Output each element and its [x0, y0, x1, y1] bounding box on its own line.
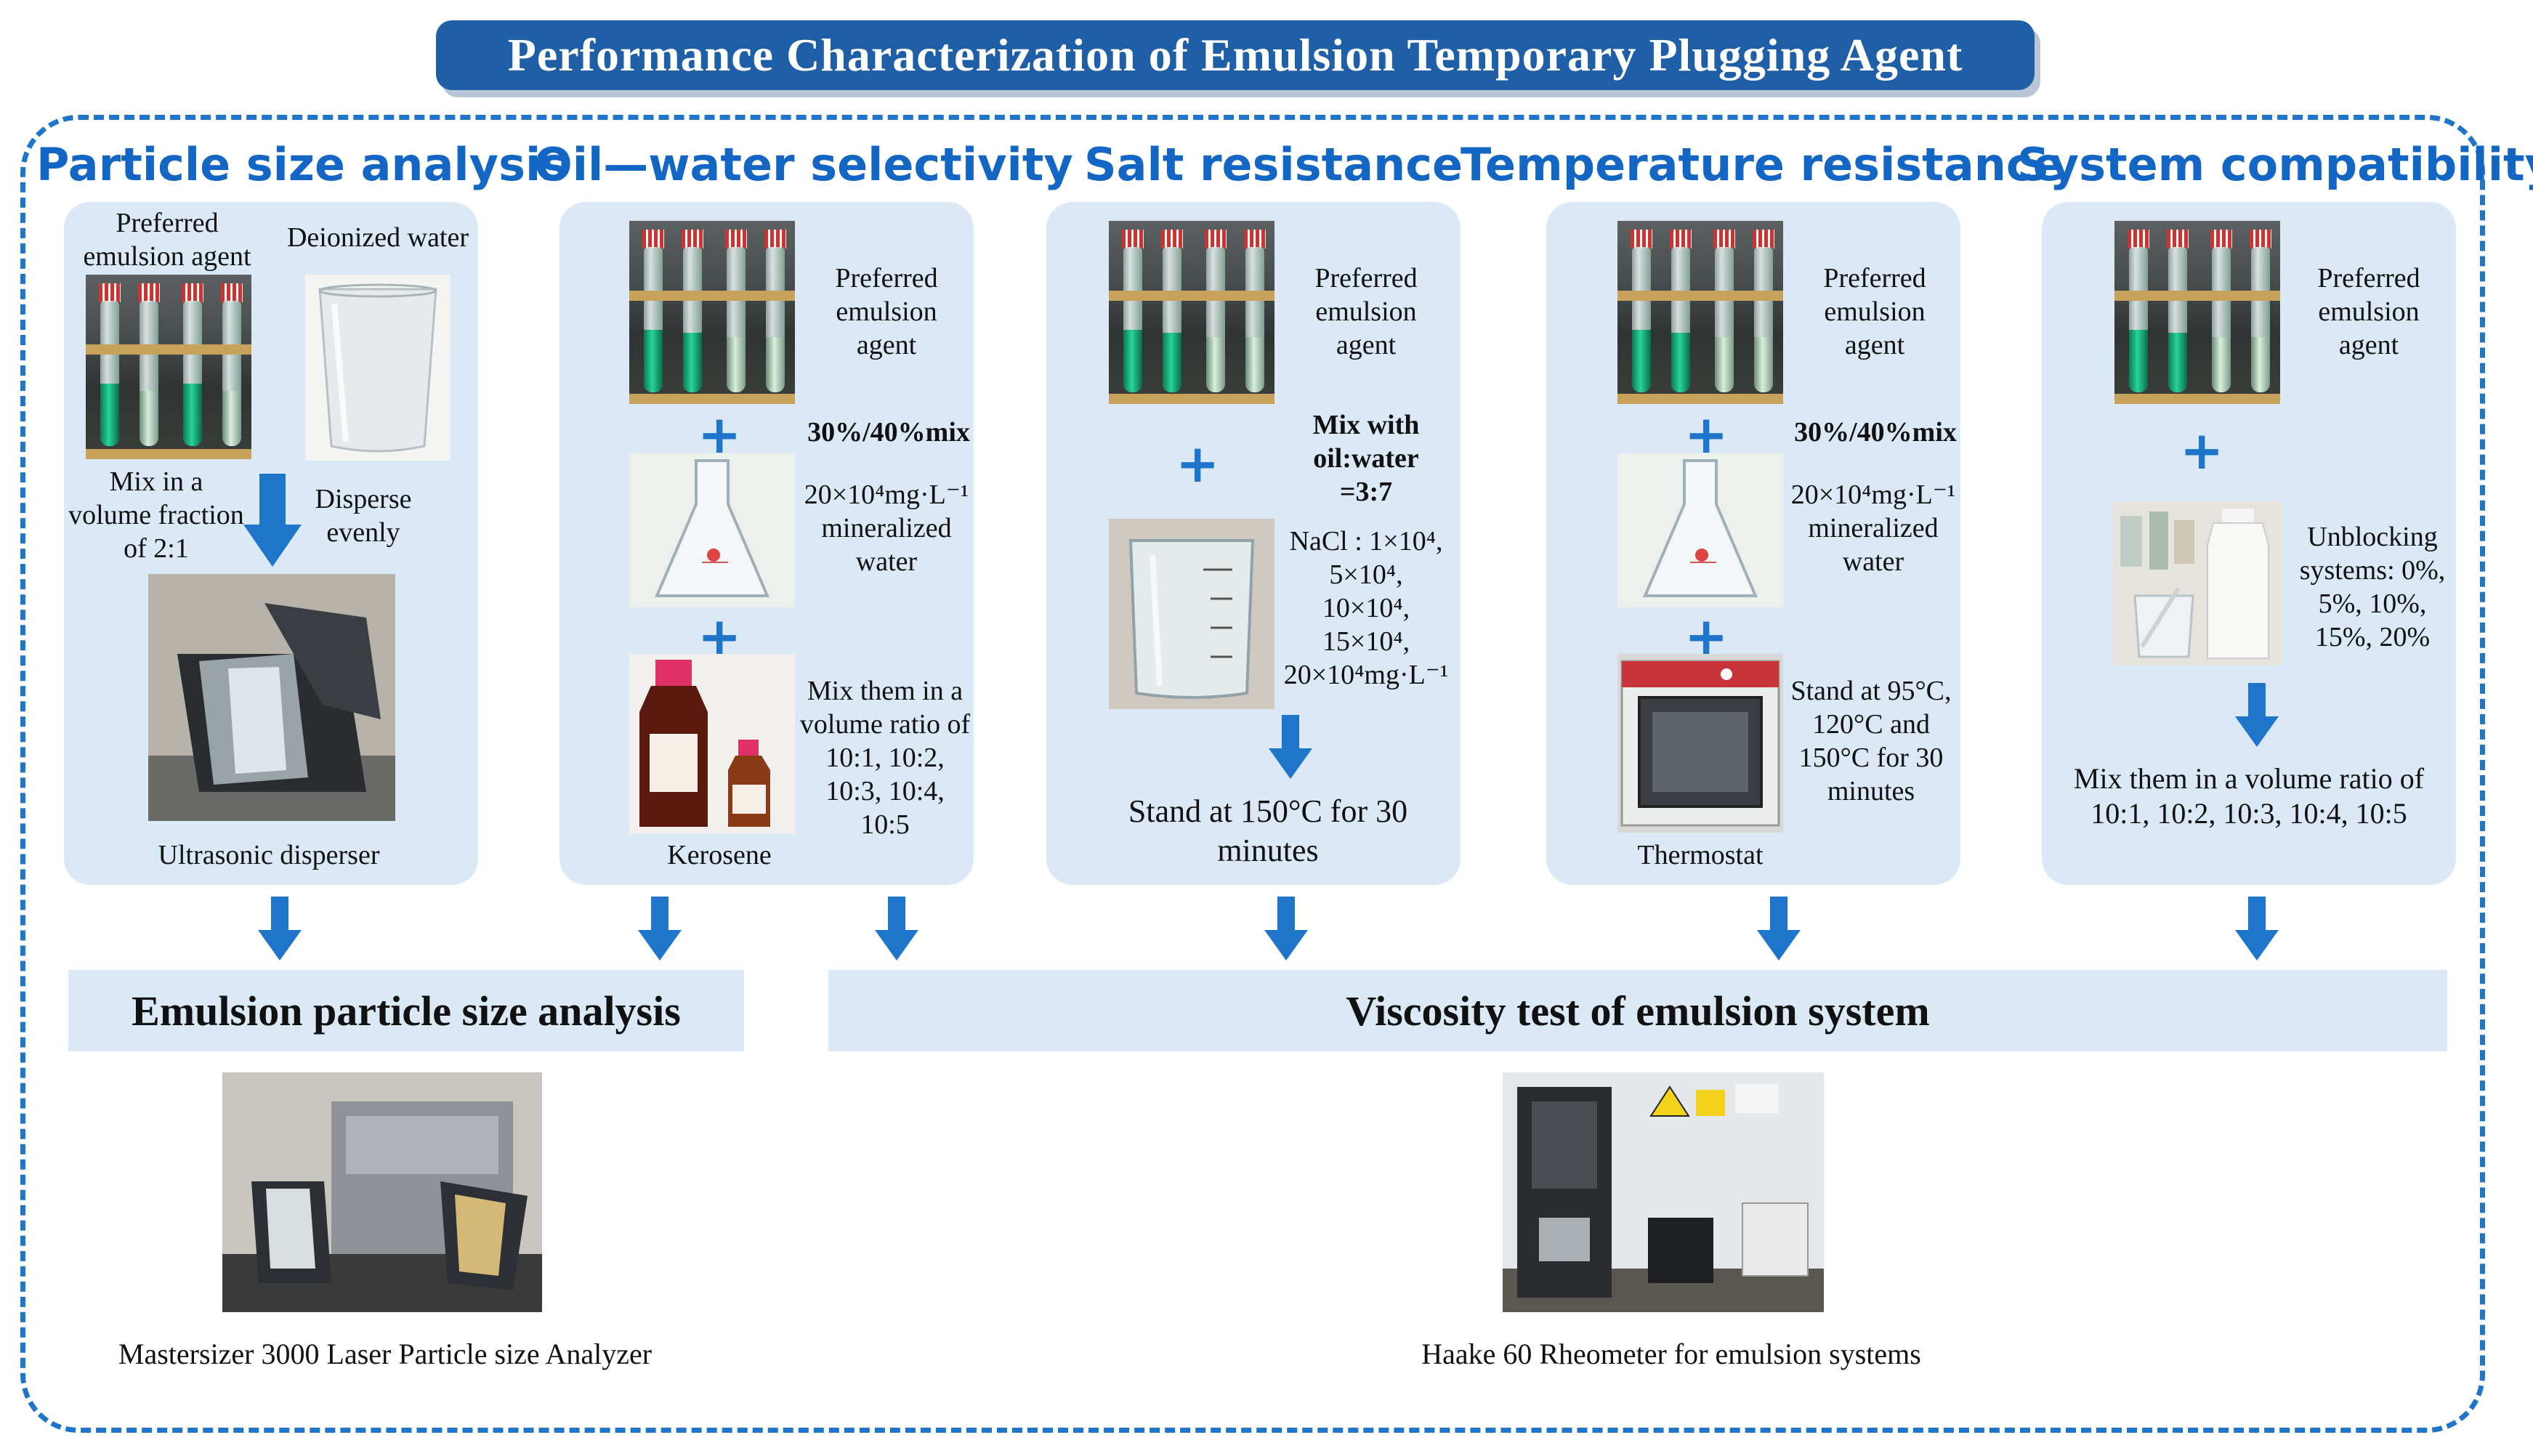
mastersizer-caption: Mastersizer 3000 Laser Particle size Ana… [118, 1338, 653, 1370]
plus-icon: + [2180, 420, 2224, 481]
kerosene-caption: Kerosene [667, 840, 772, 870]
tube-rack-photo [629, 221, 795, 404]
preferred-agent-label: Preferred emulsion agent [1314, 263, 1418, 360]
oil-water-mix-text: Mix with oil:water =3:7 [1312, 410, 1420, 507]
mastersizer-photo [222, 1072, 542, 1312]
preferred-agent-label: Preferred emulsion agent [1823, 263, 1926, 360]
tube-rack-photo [1109, 221, 1274, 404]
mineralized-water-concentration: 20×10⁴mg·L⁻¹ [1790, 480, 1956, 510]
nacl-concentration-5: 20×10⁴mg·L⁻¹ [1283, 660, 1449, 690]
mineralized-water-concentration: 20×10⁴mg·L⁻¹ [804, 480, 969, 510]
deionized-water-label: Deionized water [286, 222, 469, 253]
nacl-concentration-3: 10×10⁴, [1322, 593, 1410, 623]
flask-photo [1617, 453, 1783, 607]
plus-icon: + [1684, 404, 1729, 465]
nacl-concentration-1: NaCl : 1×10⁴, [1289, 526, 1443, 557]
preferred-agent-label: Preferred emulsion agent [83, 208, 251, 272]
stand-temperatures-text: Stand at 95°C, 120°C and 150°C for 30 mi… [1790, 676, 1952, 806]
down-arrow-icon [638, 897, 682, 960]
viscosity-result-bar: Viscosity test of emulsion system [828, 970, 2447, 1051]
down-arrow-icon [1264, 897, 1308, 960]
ultrasonic-disperser-photo [148, 574, 395, 821]
rheometer-caption: Haake 60 Rheometer for emulsion systems [1421, 1338, 1921, 1370]
mix-volume-ratio-text: Mix them in a volume ratio of 10:1, 10:2… [799, 676, 971, 840]
mix-ratio-text: Mix in a volume fraction of 2:1 [68, 466, 244, 564]
down-arrow-icon [258, 897, 302, 960]
glass-beaker-photo [1109, 519, 1274, 709]
thermostat-caption: Thermostat [1637, 840, 1764, 870]
down-arrow-icon [243, 474, 302, 567]
heading-oil-water: Oil—water selectivity [534, 138, 1073, 191]
diagram-title: Performance Characterization of Emulsion… [507, 29, 1963, 81]
disperse-text: Disperse evenly [315, 484, 412, 548]
plus-icon: + [698, 404, 742, 465]
mix-ratio-label: 30%/40%mix [807, 417, 970, 448]
dashed-frame [20, 115, 2485, 1433]
viscosity-result-label: Viscosity test of emulsion system [1346, 987, 1930, 1035]
down-arrow-icon [875, 897, 918, 960]
particle-size-result-bar: Emulsion particle size analysis [68, 970, 744, 1051]
flask-photo [629, 453, 795, 607]
title-banner: Performance Characterization of Emulsion… [436, 20, 2035, 90]
plus-icon: + [1176, 433, 1220, 494]
heading-temperature: Temperature resistance [1461, 138, 2064, 191]
down-arrow-icon [2235, 897, 2279, 960]
rheometer-photo [1503, 1072, 1824, 1312]
thermostat-photo [1617, 654, 1783, 833]
plastic-beaker-photo [305, 275, 451, 461]
heading-compatibility: System compatibility [2017, 138, 2533, 191]
ultrasonic-disperser-caption: Ultrasonic disperser [158, 840, 380, 870]
nacl-concentration-2: 5×10⁴, [1329, 559, 1403, 590]
down-arrow-icon [2235, 683, 2279, 747]
tube-rack-photo [86, 275, 251, 459]
down-arrow-icon [1757, 897, 1801, 960]
nacl-concentration-4: 15×10⁴, [1322, 626, 1410, 657]
kerosene-bottles-photo [629, 654, 795, 834]
preferred-agent-label: Preferred emulsion agent [835, 263, 938, 360]
unblocking-systems-text: Unblocking systems: 0%, 5%, 10%, 15%, 20… [2299, 522, 2446, 652]
compat-mix-text: Mix them in a volume ratio of 10:1, 10:2… [2073, 762, 2425, 830]
preferred-agent-label: Preferred emulsion agent [2317, 263, 2420, 360]
stand-150-text: Stand at 150°C for 30 minutes [1128, 793, 1408, 868]
tube-rack-photo [2114, 221, 2280, 404]
unblocking-systems-photo [2113, 501, 2282, 666]
heading-salt: Salt resistance [1084, 138, 1463, 191]
tube-rack-photo [1617, 221, 1783, 404]
mineralized-water-label: mineralized water [821, 513, 952, 577]
down-arrow-icon [1269, 715, 1312, 779]
particle-size-result-label: Emulsion particle size analysis [132, 987, 681, 1035]
mineralized-water-label: mineralized water [1808, 513, 1939, 577]
mix-ratio-label: 30%/40%mix [1794, 417, 1957, 448]
heading-particle-size: Particle size analysis [36, 138, 568, 191]
